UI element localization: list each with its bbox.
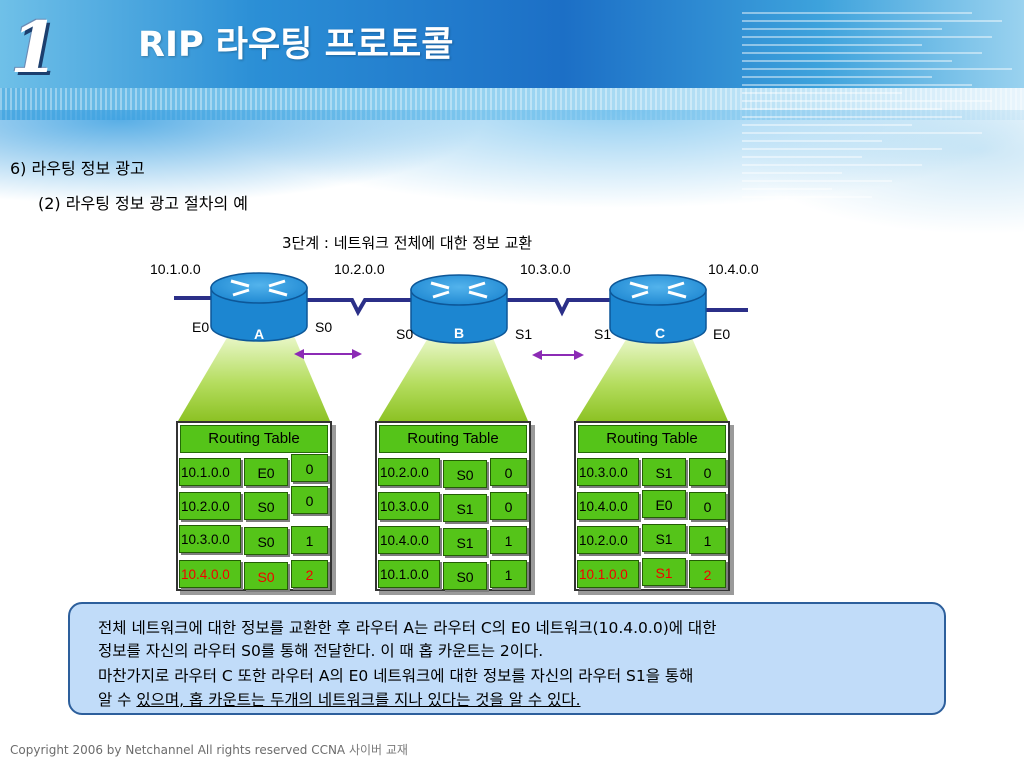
- decorative-code-lines: [742, 12, 1022, 207]
- network-label: 10.2.0.0: [334, 261, 385, 277]
- exchange-arrow-ab: [294, 349, 362, 359]
- serial-link-10-3: [504, 298, 612, 317]
- route-port: S1: [642, 524, 686, 552]
- route-network: 10.2.0.0: [179, 492, 241, 520]
- header-band: [0, 0, 1024, 92]
- router-arrows-icon: [629, 281, 687, 299]
- slide-title: RIP 라우팅 프로토콜: [138, 25, 454, 65]
- route-port: E0: [642, 490, 686, 518]
- summary-line: 전체 네트워크에 대한 정보를 교환한 후 라우터 A는 라우터 C의 E0 네…: [98, 619, 717, 637]
- route-port-learned: S0: [244, 562, 288, 590]
- route-port: E0: [244, 458, 288, 486]
- subsection-heading: (2) 라우팅 정보 광고 절차의 예: [38, 194, 249, 213]
- route-port: S1: [642, 458, 686, 486]
- route-hops: 1: [291, 526, 328, 554]
- route-port: S1: [443, 494, 487, 522]
- route-hops: 0: [490, 458, 527, 486]
- router-a: [210, 272, 308, 342]
- route-port: S0: [443, 562, 487, 590]
- route-port: S0: [244, 492, 288, 520]
- route-network: 10.1.0.0: [378, 560, 440, 588]
- route-network: 10.4.0.0: [577, 492, 639, 520]
- summary-line: 알 수 있으며, 홉 카운트는 두개의 네트워크를 지나 있다는 것을 알 수 …: [98, 688, 581, 710]
- route-network-learned: 10.4.0.0: [179, 560, 241, 588]
- router-arrows-icon: [430, 281, 488, 299]
- router-c: [609, 274, 707, 344]
- router-a-label: A: [254, 326, 264, 342]
- route-hops-learned: 2: [291, 560, 328, 588]
- route-network: 10.3.0.0: [378, 492, 440, 520]
- route-network: 10.3.0.0: [577, 458, 639, 486]
- route-hops: 0: [689, 458, 726, 486]
- router-b-label: B: [454, 325, 464, 341]
- route-network: 10.4.0.0: [378, 526, 440, 554]
- network-label: 10.4.0.0: [708, 261, 759, 277]
- routing-table-title: Routing Table: [578, 425, 726, 453]
- port-label: E0: [713, 326, 731, 342]
- serial-link-10-2: [304, 298, 412, 317]
- footer-suffix: 사이버 교재: [348, 743, 408, 757]
- route-network: 10.2.0.0: [378, 458, 440, 486]
- exchange-arrow-bc: [532, 350, 584, 360]
- route-hops: 1: [689, 526, 726, 554]
- header-glow: [0, 110, 1024, 270]
- router-arrows-icon: [230, 279, 288, 297]
- routing-table-a: Routing Table 10.1.0.0 E0 0 10.2.0.0 S0 …: [176, 421, 332, 591]
- summary-box: 전체 네트워크에 대한 정보를 교환한 후 라우터 A는 라우터 C의 E0 네…: [68, 602, 946, 715]
- summary-underlined-text: 있으며, 홉 카운트는 두개의 네트워크를 지나 있다는 것을 알 수 있다.: [136, 691, 581, 709]
- route-hops: 0: [689, 492, 726, 520]
- section-heading: 6) 라우팅 정보 광고: [10, 159, 145, 178]
- routing-table-title: Routing Table: [180, 425, 328, 453]
- route-network: 10.2.0.0: [577, 526, 639, 554]
- network-label: 10.1.0.0: [150, 261, 201, 277]
- route-hops: 0: [291, 454, 328, 482]
- router-b-cone: [378, 338, 528, 421]
- summary-text: 알 수: [98, 691, 137, 709]
- route-port: S0: [443, 460, 487, 488]
- route-network-learned: 10.1.0.0: [577, 560, 639, 588]
- route-port-learned: S1: [642, 558, 686, 586]
- router-a-cone: [178, 336, 330, 421]
- router-c-cone: [576, 338, 728, 421]
- port-label: S0: [315, 319, 333, 335]
- footer-copyright: Copyright 2006 by Netchannel All rights …: [10, 743, 349, 757]
- route-network: 10.1.0.0: [179, 458, 241, 486]
- port-label: S1: [594, 326, 612, 342]
- network-label: 10.3.0.0: [520, 261, 571, 277]
- router-b: [410, 274, 508, 344]
- chapter-number: 1: [10, 6, 59, 89]
- routing-table-b: Routing Table 10.2.0.0 S0 0 10.3.0.0 S1 …: [375, 421, 531, 591]
- route-port: S0: [244, 527, 288, 555]
- summary-line: 정보를 자신의 라우터 S0를 통해 전달한다. 이 때 홉 카운트는 2이다.: [98, 642, 544, 660]
- step-title: 3단계 : 네트워크 전체에 대한 정보 교환: [282, 234, 533, 252]
- port-label: E0: [192, 319, 210, 335]
- routing-table-title: Routing Table: [379, 425, 527, 453]
- port-label: S0: [396, 326, 414, 342]
- route-network: 10.3.0.0: [179, 525, 241, 553]
- route-hops: 0: [291, 486, 328, 514]
- route-hops-learned: 2: [689, 560, 726, 588]
- routing-table-c: Routing Table 10.3.0.0 S1 0 10.4.0.0 E0 …: [574, 421, 730, 591]
- route-port: S1: [443, 528, 487, 556]
- route-hops: 0: [490, 492, 527, 520]
- route-hops: 1: [490, 526, 527, 554]
- footer: Copyright 2006 by Netchannel All rights …: [10, 741, 408, 758]
- router-c-label: C: [655, 325, 665, 341]
- route-hops: 1: [490, 560, 527, 588]
- summary-line: 마찬가지로 라우터 C 또한 라우터 A의 E0 네트워크에 대한 정보를 자신…: [98, 667, 694, 685]
- port-label: S1: [515, 326, 533, 342]
